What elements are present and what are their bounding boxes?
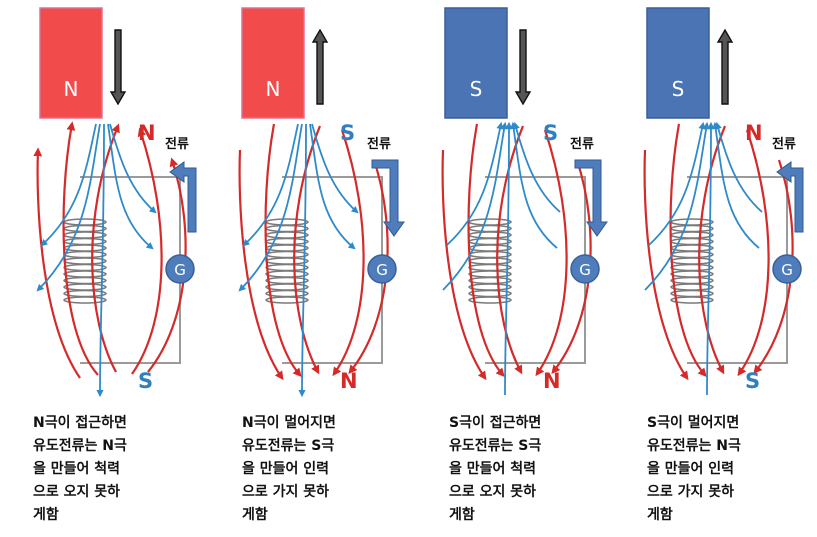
galvanometer-icon <box>367 254 397 284</box>
coil <box>265 218 309 304</box>
panel-4: S N S 전류 G <box>643 7 804 396</box>
galvanometer-label: G <box>174 261 186 279</box>
caption-panel-1: N극이 접근하면 유도전류는 N극 을 만들어 척력 으로 오지 못하 게함 <box>33 415 127 523</box>
galvanometer-icon <box>165 254 195 284</box>
arrow-up-icon <box>716 28 734 105</box>
field-lines-blue <box>442 121 561 396</box>
galvanometer-icon <box>570 254 600 284</box>
field-lines-red <box>441 123 592 381</box>
arrow-up-icon <box>311 28 329 105</box>
bottom-pole-label: S <box>138 369 153 393</box>
field-lines-blue <box>238 123 359 398</box>
current-arrow-icon <box>371 159 405 237</box>
current-arrow-icon <box>169 161 197 233</box>
coil <box>670 218 714 304</box>
current-label: 전류 <box>570 136 594 152</box>
bottom-pole-label: S <box>745 369 760 393</box>
galvanometer-label: G <box>376 261 388 279</box>
magnet <box>444 7 508 119</box>
panel-2: N S N 전류 G <box>238 7 405 398</box>
field-lines-red <box>33 121 187 379</box>
bottom-pole-label: N <box>543 369 561 393</box>
current-arrow-icon <box>574 159 608 237</box>
caption-panel-2: N극이 멀어지면 유도전류는 S극 을 만들어 인력 으로 가지 못하 게함 <box>242 415 336 523</box>
magnet-label: N <box>266 77 281 101</box>
arrow-down-icon <box>109 29 127 106</box>
top-pole-label: N <box>745 121 763 145</box>
top-pole-label: S <box>543 121 558 145</box>
current-label: 전류 <box>772 136 796 152</box>
magnet <box>39 7 103 119</box>
panel-1: N N S 전류 G <box>33 7 197 398</box>
galvanometer-label: G <box>579 261 591 279</box>
field-lines-red <box>238 123 389 381</box>
current-arrow-icon <box>776 161 804 233</box>
caption-panel-4: S극이 멀어지면 유도전류는 N극 을 만들어 인력 으로 가지 못하 게함 <box>647 415 741 523</box>
field-lines-blue <box>36 123 157 398</box>
magnet <box>241 7 305 119</box>
magnet-label: S <box>470 77 483 101</box>
magnet-label: N <box>64 77 79 101</box>
arrow-down-icon <box>514 29 532 106</box>
top-pole-label: S <box>340 121 355 145</box>
magnet-label: S <box>672 77 685 101</box>
galvanometer-icon <box>772 254 802 284</box>
field-lines-red <box>643 123 794 381</box>
coil <box>63 218 107 304</box>
coil <box>468 218 512 304</box>
bottom-pole-label: N <box>340 369 358 393</box>
field-lines-blue <box>644 121 763 396</box>
current-label: 전류 <box>367 136 391 152</box>
current-label: 전류 <box>165 136 189 152</box>
galvanometer-label: G <box>781 261 793 279</box>
top-pole-label: N <box>138 121 156 145</box>
caption-panel-3: S극이 접근하면 유도전류는 S극 을 만들어 척력 으로 오지 못하 게함 <box>449 415 542 523</box>
panel-3: S S N 전류 G <box>441 7 608 396</box>
magnet <box>646 7 710 119</box>
